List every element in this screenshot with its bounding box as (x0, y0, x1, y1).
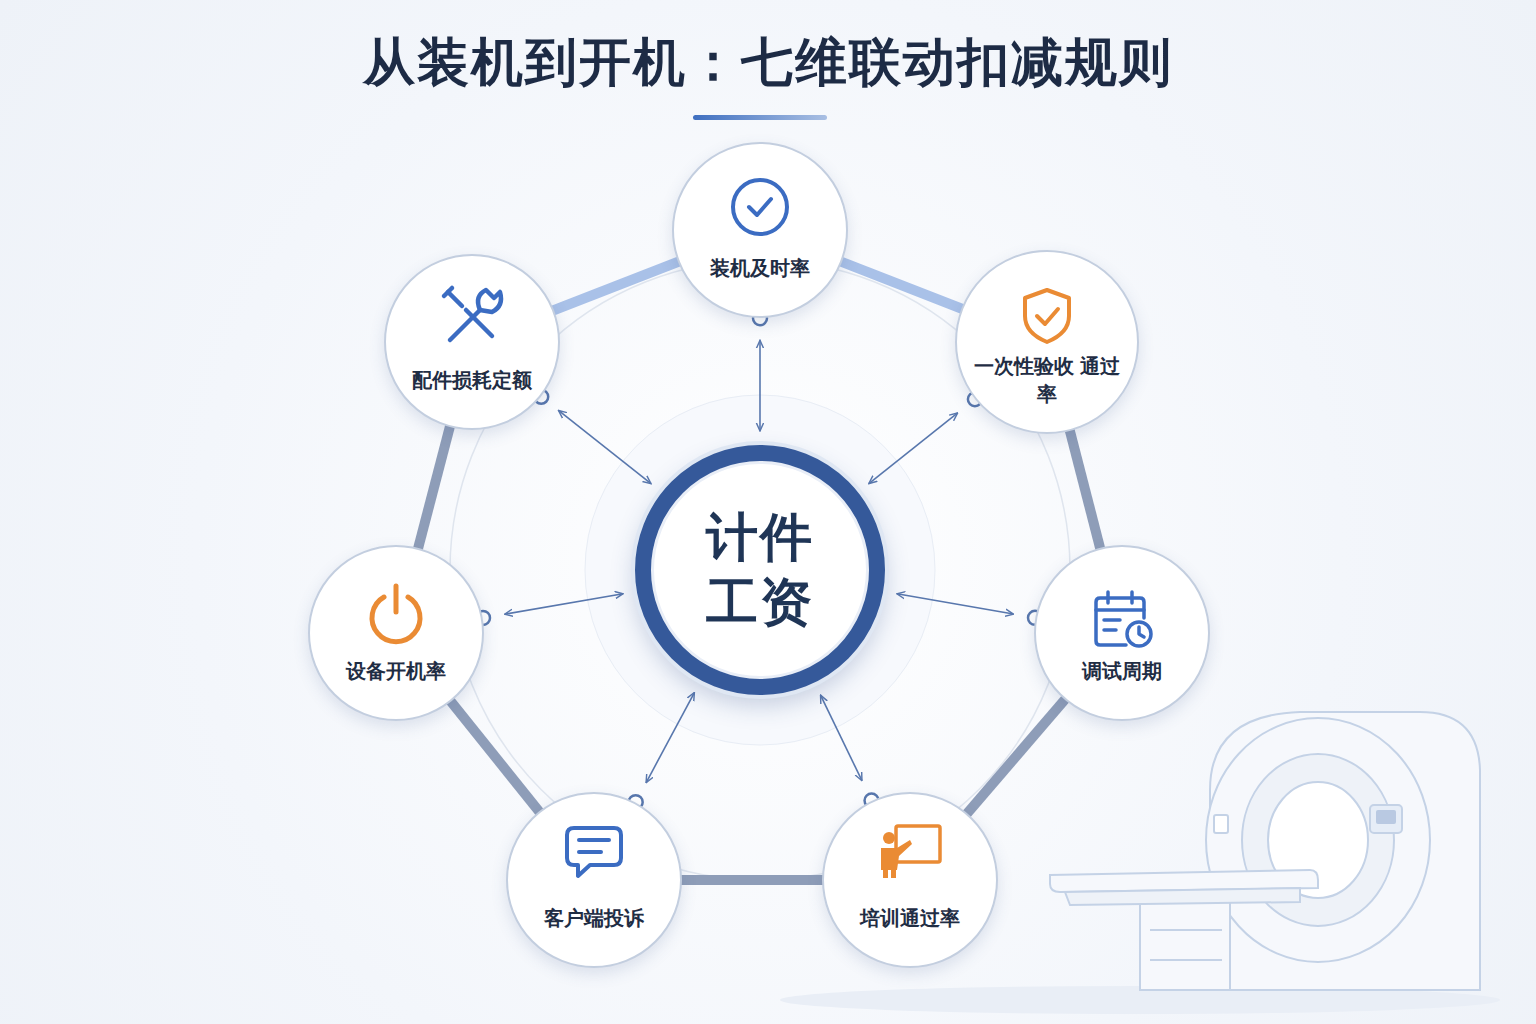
hub-circle: 计件 工资 (635, 445, 885, 695)
ring-connector (680, 875, 823, 885)
metric-label: 客户端投诉 (519, 904, 669, 932)
chat-icon (567, 828, 621, 876)
spoke-arrow (505, 594, 623, 614)
ring-connector (450, 700, 540, 812)
ring-connector (552, 261, 679, 310)
clock-check-icon (733, 180, 787, 234)
metric-circle: 配件损耗定额 (384, 254, 561, 431)
metric-label: 调试周期 (1047, 657, 1197, 685)
metric-circle: 设备开机率 (308, 545, 485, 722)
spoke-arrow (821, 695, 862, 781)
diagram-title: 从装机到开机：七维联动扣减规则 (0, 28, 1536, 98)
metric-circle: 客户端投诉 (506, 792, 683, 969)
metric-label: 培训通过率 (835, 904, 985, 932)
metric-circle: 调试周期 (1034, 545, 1211, 722)
power-icon (372, 586, 420, 642)
spoke-group (534, 390, 651, 484)
ring-connector (418, 425, 450, 549)
ct-scanner (780, 712, 1500, 1014)
metric-label: 配件损耗定额 (397, 366, 547, 394)
spoke-group (753, 311, 767, 431)
training-icon (881, 826, 940, 878)
metric-circle: 培训通过率 (822, 792, 999, 969)
spoke-group (821, 695, 879, 807)
spoke-group (476, 594, 623, 625)
spoke-group (897, 594, 1042, 625)
ring-connector (966, 698, 1066, 814)
calendar-clock-icon (1096, 592, 1151, 646)
metric-circle: 一次性验收 通过率 (955, 250, 1139, 434)
ring-connector (1069, 429, 1100, 549)
shield-icon (1025, 290, 1069, 342)
spoke-group (869, 392, 982, 483)
wrench-screwdriver-icon (444, 288, 501, 340)
spoke-arrow (897, 594, 1013, 614)
hub-glow (585, 395, 935, 745)
hub-label: 计件 工资 (700, 505, 820, 635)
metric-circle: 装机及时率 (672, 142, 849, 319)
ring-connector (840, 261, 963, 309)
title-underline (693, 115, 827, 120)
metric-label: 设备开机率 (321, 657, 471, 685)
spoke-arrow (558, 410, 651, 483)
metric-label: 装机及时率 (685, 254, 835, 282)
spoke-arrow (869, 413, 958, 484)
spoke-arrow (759, 340, 761, 431)
metric-label: 一次性验收 通过率 (972, 352, 1122, 408)
spoke-group (629, 693, 695, 810)
spoke-arrow (646, 693, 694, 783)
